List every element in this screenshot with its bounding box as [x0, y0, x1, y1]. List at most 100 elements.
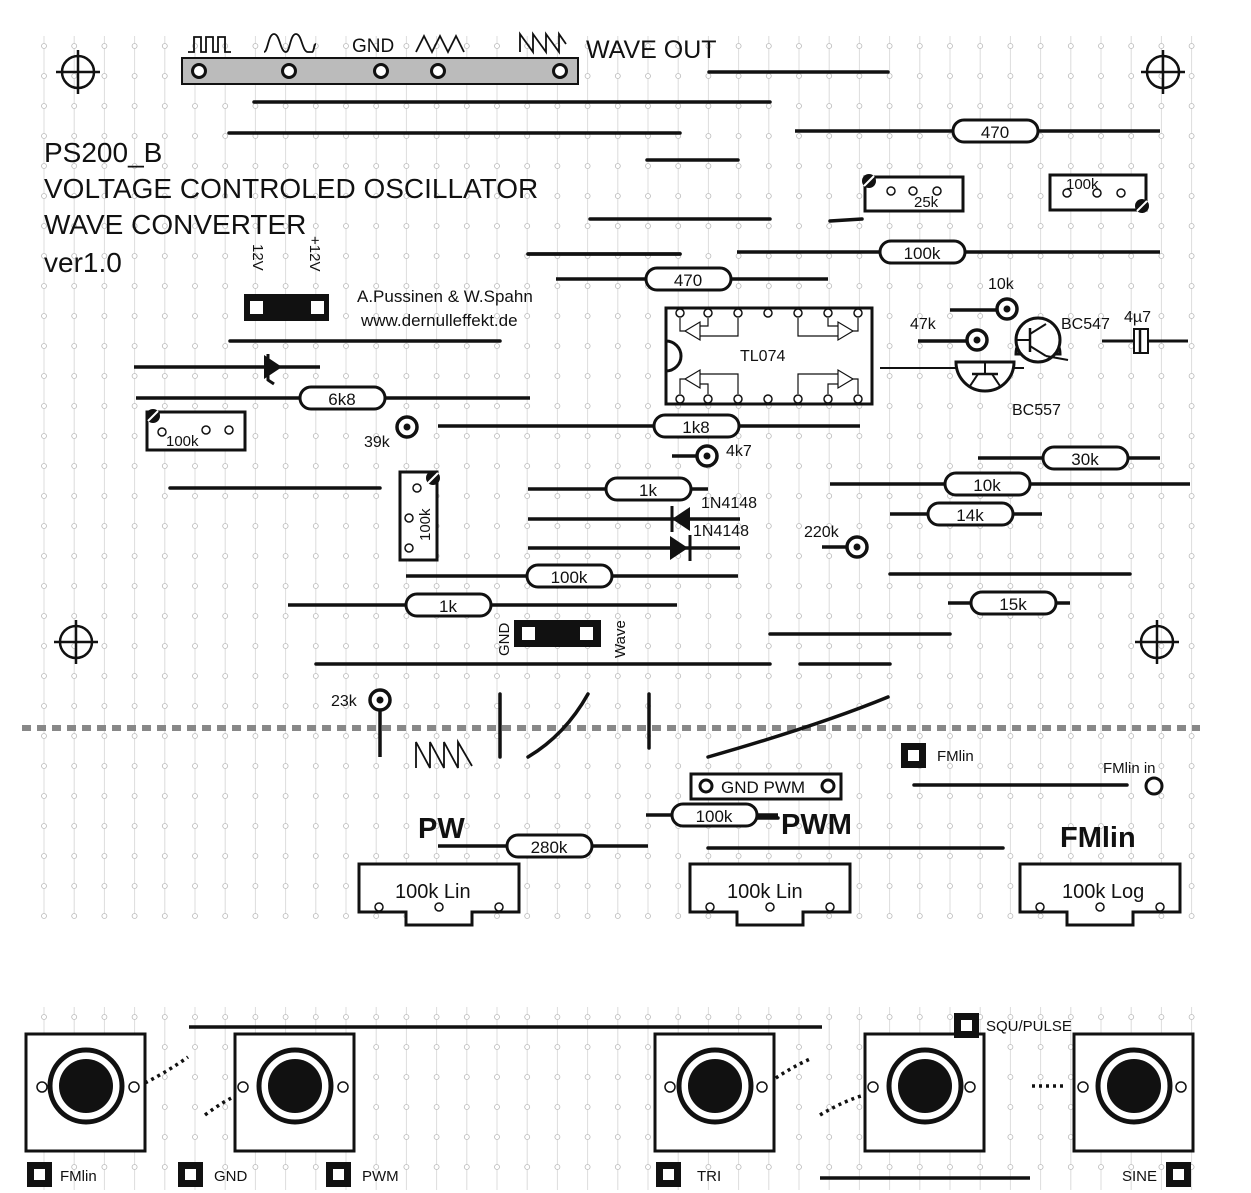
trimmer-100k-c: 100k — [398, 470, 440, 562]
resistor-100k-c: 100k — [646, 802, 778, 828]
pad-squ-pulse: SQU/PULSE — [954, 1013, 1072, 1038]
resistor-1k-b: 1k — [288, 592, 677, 618]
wire-links — [168, 70, 1132, 850]
svg-text:39k: 39k — [364, 434, 391, 451]
power-pin — [311, 301, 324, 314]
trimmer-25k: 25k — [862, 174, 965, 213]
resistor-470-b: 470 — [556, 266, 828, 292]
diode-power — [134, 354, 320, 386]
trimmer-100k-a: 100k — [1048, 173, 1149, 213]
jack-board-wires — [144, 1025, 1064, 1180]
svg-text:Wave: Wave — [612, 620, 629, 658]
resistor-10k: 10k — [830, 471, 1190, 497]
dotted-wire-link — [203, 1092, 241, 1117]
wave-out-gnd-label: GND — [352, 36, 394, 57]
svg-text:10k: 10k — [988, 276, 1015, 293]
transistor-bc547: BC547 — [880, 316, 1110, 369]
sine-wave-icon — [263, 33, 317, 53]
svg-text:23k: 23k — [331, 693, 358, 710]
square-wave-icon — [188, 36, 231, 53]
mounting-hole-icon — [56, 50, 100, 94]
jack-socket-tri — [653, 1032, 776, 1153]
mounting-hole-icon — [1135, 620, 1179, 664]
resistor-280k: 280k — [438, 833, 648, 859]
jack-socket-squ — [863, 1032, 986, 1153]
credits-authors: A.Pussinen & W.Spahn — [357, 287, 533, 306]
resistor-1k8: 1k8 — [438, 413, 860, 439]
resistor-1k-a: 1k — [528, 476, 708, 502]
jack-socket-sine — [1072, 1032, 1195, 1153]
svg-text:470: 470 — [674, 271, 702, 290]
sawtooth-wave-icon — [519, 31, 567, 55]
svg-text:TL074: TL074 — [740, 348, 785, 365]
board-name: PS200_B — [44, 137, 162, 168]
svg-text:6k8: 6k8 — [328, 390, 355, 409]
svg-text:220k: 220k — [804, 524, 840, 541]
svg-text:100k: 100k — [1066, 176, 1099, 193]
svg-text:280k: 280k — [531, 838, 568, 857]
svg-text:470: 470 — [981, 123, 1009, 142]
pad-gnd: GND — [178, 1162, 248, 1187]
ic-tl074: TL074 — [664, 306, 874, 406]
svg-text:1k8: 1k8 — [682, 418, 709, 437]
standing-resistor-220k: 220k — [804, 524, 869, 559]
svg-text:PWM: PWM — [781, 809, 852, 841]
svg-text:100k: 100k — [904, 244, 941, 263]
resistor-14k: 14k — [890, 501, 1042, 527]
svg-text:BC557: BC557 — [1012, 402, 1061, 419]
pad-fmlin: FMlin — [27, 1162, 97, 1187]
svg-text:GND: GND — [214, 1168, 248, 1185]
resistor-30k: 30k — [978, 445, 1160, 471]
svg-text:4k7: 4k7 — [726, 443, 752, 460]
pot-pwm: PWM 100k Lin — [688, 809, 852, 927]
svg-text:FMlin: FMlin — [937, 748, 974, 765]
standing-resistor-47k: 47k — [910, 316, 989, 352]
svg-text:15k: 15k — [999, 595, 1027, 614]
dotted-wire-link — [768, 1057, 811, 1084]
header-pin — [191, 63, 568, 79]
svg-text:100k Log: 100k Log — [1062, 881, 1144, 903]
resistor-6k8: 6k8 — [136, 385, 530, 411]
wire-link — [706, 695, 890, 759]
diode-1n4148-b: 1N4148 — [528, 523, 749, 561]
transistor-bc557: BC557 — [954, 360, 1061, 419]
credits-url: www.dernulleffekt.de — [360, 311, 518, 330]
svg-text:PWM: PWM — [362, 1168, 399, 1185]
wire-link — [828, 217, 864, 223]
diode-1n4148-a: 1N4148 — [528, 495, 757, 532]
trimmer-100k-b: 100k — [145, 409, 247, 452]
svg-text:TRI: TRI — [697, 1168, 721, 1185]
standing-resistor-4k7: 4k7 — [672, 443, 752, 468]
mounting-hole-icon — [54, 620, 98, 664]
fmlin-pad: FMlin — [901, 743, 974, 768]
svg-text:100k: 100k — [696, 807, 733, 826]
standing-resistor-10k: 10k — [950, 276, 1019, 321]
pad-sine: SINE — [1122, 1162, 1191, 1187]
power-pin — [250, 301, 263, 314]
svg-text:100k Lin: 100k Lin — [727, 881, 803, 903]
svg-text:SQU/PULSE: SQU/PULSE — [986, 1018, 1072, 1035]
svg-text:FMlin in: FMlin in — [1103, 760, 1156, 777]
jack-socket-gnd — [233, 1032, 356, 1153]
wire-link — [526, 692, 590, 759]
svg-text:1k: 1k — [439, 597, 457, 616]
svg-text:100k: 100k — [417, 508, 434, 541]
board-title: VOLTAGE CONTROLED OSCILLATOR — [44, 173, 538, 204]
jack-socket-fmlin — [24, 1032, 147, 1153]
svg-text:SINE: SINE — [1122, 1168, 1157, 1185]
svg-text:10k: 10k — [973, 476, 1001, 495]
svg-text:4µ7: 4µ7 — [1124, 309, 1151, 326]
svg-text:14k: 14k — [956, 506, 984, 525]
svg-text:GND PWM: GND PWM — [721, 778, 805, 797]
resistor-470-top: 470 — [795, 118, 1160, 144]
svg-text:30k: 30k — [1071, 450, 1099, 469]
standing-resistor-39k: 39k — [364, 415, 419, 451]
svg-text:100k Lin: 100k Lin — [395, 881, 471, 903]
standing-resistor-23k: 23k — [331, 688, 392, 757]
svg-text:FMlin: FMlin — [1060, 822, 1136, 854]
svg-text:1N4148: 1N4148 — [701, 495, 757, 512]
svg-text:FMlin: FMlin — [60, 1168, 97, 1185]
svg-text:PW: PW — [418, 813, 465, 845]
sawtooth-wave-icon — [415, 738, 473, 769]
